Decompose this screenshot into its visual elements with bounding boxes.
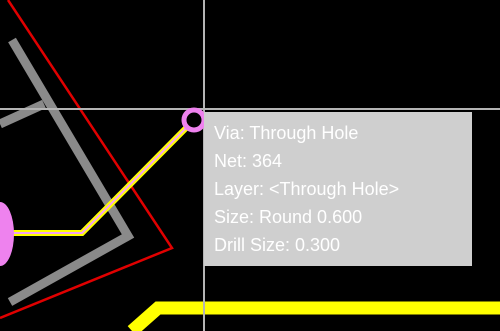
- via-info-tooltip: Via: Through Hole Net: 364 Layer: <Throu…: [204, 112, 472, 266]
- track-core: [0, 121, 193, 234]
- tooltip-via-type: Via: Through Hole: [214, 123, 359, 143]
- tooltip-size: Size: Round 0.600: [214, 207, 363, 227]
- tooltip-net: Net: 364: [214, 151, 283, 171]
- silkscreen-outline: [7, 37, 135, 306]
- tooltip-layer: Layer: <Through Hole>: [214, 179, 400, 199]
- pad[interactable]: [0, 202, 14, 266]
- board-outline: [0, 0, 174, 320]
- bottom-track: [127, 301, 500, 331]
- via[interactable]: [181, 107, 207, 133]
- tooltip-drill-size: Drill Size: 0.300: [214, 235, 341, 255]
- silkscreen-tick: [0, 99, 46, 129]
